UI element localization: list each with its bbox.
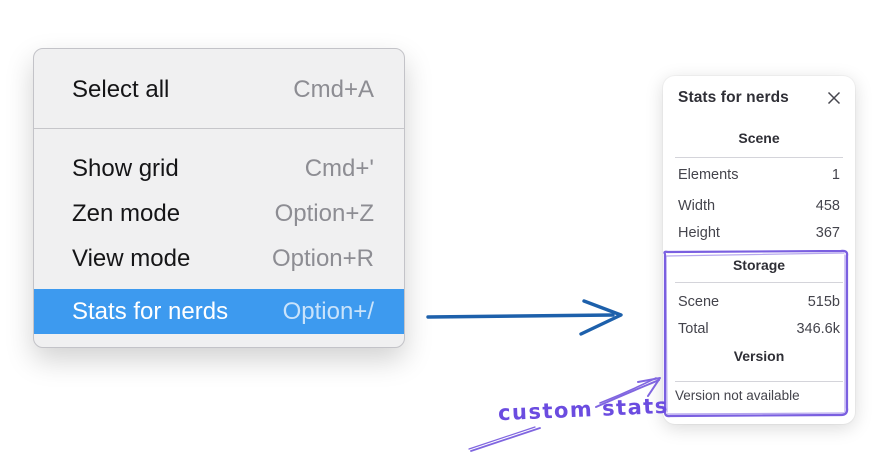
menu-item-select-all[interactable]: Select all Cmd+A — [34, 67, 404, 113]
custom-stats-annotation: custom stats — [497, 393, 670, 426]
stats-panel: Stats for nerds Scene Elements 1 Width 4… — [663, 76, 855, 424]
section-heading-storage: Storage — [732, 257, 786, 273]
divider — [675, 381, 843, 382]
stat-row-width: Width 458 — [678, 196, 840, 217]
section-heading-version: Version — [733, 348, 785, 364]
menu-item-label: Stats for nerds — [72, 297, 229, 325]
menu-item-label: Show grid — [72, 155, 179, 182]
menu-item-show-grid[interactable]: Show grid Cmd+' — [34, 146, 404, 192]
menu-item-zen-mode[interactable]: Zen mode Option+Z — [34, 191, 404, 237]
menu-item-stats-for-nerds[interactable]: Stats for nerds Option+/ — [34, 289, 404, 334]
stat-label: Width — [678, 198, 716, 214]
stat-row-height: Height 367 — [678, 223, 840, 244]
stat-value: 1 — [831, 167, 840, 183]
close-button[interactable] — [824, 88, 844, 108]
divider — [675, 282, 843, 283]
menu-item-shortcut: Cmd+A — [293, 76, 374, 103]
menu-divider — [34, 128, 404, 129]
stat-label: Scene — [678, 294, 720, 310]
context-menu: Select all Cmd+A Show grid Cmd+' Zen mod… — [33, 48, 405, 348]
stat-value: 346.6k — [796, 321, 840, 337]
stat-row-elements: Elements 1 — [678, 165, 840, 186]
stat-label: Height — [678, 225, 720, 241]
close-icon — [827, 91, 841, 105]
menu-item-label: View mode — [72, 245, 191, 272]
menu-item-view-mode[interactable]: View mode Option+R — [34, 236, 404, 282]
divider — [675, 157, 843, 158]
section-heading-scene: Scene — [738, 130, 780, 146]
stat-label: Elements — [678, 167, 739, 183]
stat-value: 458 — [815, 198, 840, 214]
stat-label: Total — [678, 321, 709, 337]
menu-item-shortcut: Option+/ — [282, 297, 374, 325]
stat-row-scene-storage: Scene 515b — [678, 292, 840, 313]
menu-item-shortcut: Cmd+' — [304, 155, 374, 182]
hand-drawn-stroke — [468, 426, 541, 452]
menu-item-shortcut: Option+R — [271, 245, 374, 272]
menu-item-label: Select all — [72, 76, 170, 103]
version-note: Version not available — [675, 388, 800, 403]
stat-value: 367 — [815, 225, 840, 241]
stats-panel-title: Stats for nerds — [678, 89, 789, 106]
menu-item-label: Zen mode — [72, 200, 181, 227]
stat-row-total-storage: Total 346.6k — [678, 319, 840, 340]
stat-value: 515b — [807, 294, 840, 310]
menu-item-shortcut: Option+Z — [274, 200, 374, 227]
arrow-right-icon — [426, 299, 623, 336]
